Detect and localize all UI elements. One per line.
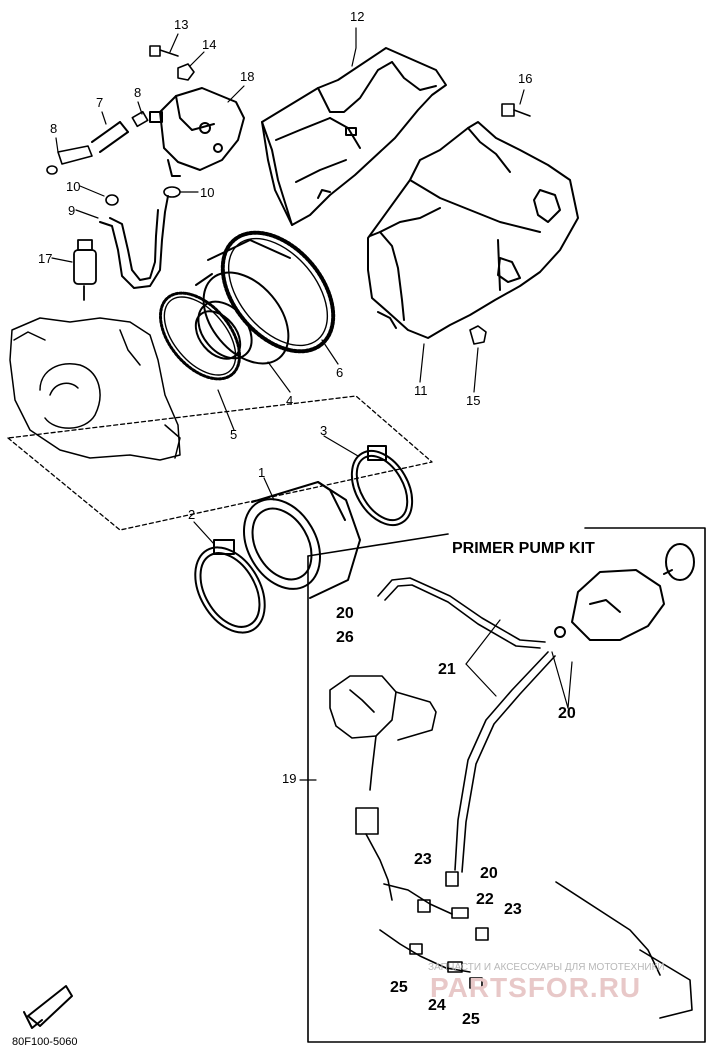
gasket-part-5 [145, 278, 255, 393]
valve-assembly-part-18 [150, 88, 244, 176]
callout-10-left: 10 [66, 179, 81, 194]
lower-fittings [356, 808, 692, 1018]
callout-19: 19 [282, 771, 297, 786]
airbox-lid-part-12 [262, 48, 446, 225]
carburetor [330, 676, 436, 790]
callout-22: 22 [476, 891, 494, 908]
callout-20-top: 20 [336, 605, 354, 622]
fuel-lines [378, 578, 555, 872]
callout-24: 24 [428, 997, 446, 1014]
breather-hose-part-7 [92, 122, 128, 152]
callout-23-left: 23 [414, 851, 432, 868]
bolt-part-13 [150, 46, 178, 56]
gasket-part-6 [201, 212, 356, 373]
engine-outline [10, 318, 180, 460]
band-clamp-part-3 [339, 440, 424, 535]
canister-part-17 [74, 240, 96, 300]
callout-1: 1 [258, 465, 266, 480]
front-arrow-symbol [24, 986, 72, 1028]
primer-kit-box [308, 528, 705, 1042]
callout-8-top: 8 [134, 85, 142, 100]
bolt-part-16 [502, 104, 530, 116]
callout-9: 9 [68, 203, 76, 218]
clamp-part-8 [47, 112, 148, 174]
callout-25-bottom: 25 [462, 1011, 480, 1028]
callout-15: 15 [466, 393, 481, 408]
callout-21: 21 [438, 661, 456, 678]
watermark-text: ЗАПЧАСТИ И АКСЕССУАРЫ ДЛЯ МОТОТЕХНИКИ [428, 962, 665, 973]
callout-13: 13 [174, 17, 189, 32]
callout-7: 7 [96, 95, 104, 110]
callout-20-right: 20 [558, 705, 576, 722]
nut-part-15 [470, 326, 486, 344]
band-clamp-part-2 [181, 535, 279, 645]
airbox-body-part-11 [368, 122, 578, 338]
primer-pump [555, 544, 694, 640]
callout-25-left: 25 [390, 979, 408, 996]
callout-6: 6 [336, 365, 344, 380]
callout-14: 14 [202, 37, 217, 52]
boot-part-4 [187, 240, 306, 380]
callout-3: 3 [320, 423, 328, 438]
reference-outline [8, 396, 432, 530]
hose-part-9 [100, 196, 168, 288]
callout-26: 26 [336, 629, 354, 646]
clamp-part-10 [106, 187, 180, 205]
callout-4: 4 [286, 393, 294, 408]
watermark-logo: PARTSFOR.RU [430, 972, 642, 1003]
callout-16: 16 [518, 71, 533, 86]
callout-10-right: 10 [200, 185, 215, 200]
callout-12: 12 [350, 9, 365, 24]
callout-5: 5 [230, 427, 238, 442]
callout-18: 18 [240, 69, 255, 84]
callout-2: 2 [188, 507, 196, 522]
callout-17: 17 [38, 251, 53, 266]
primer-pump-kit-title: PRIMER PUMP KIT [452, 540, 595, 557]
callout-23-right: 23 [504, 901, 522, 918]
nut-part-14 [178, 64, 194, 80]
callout-11: 11 [414, 383, 428, 398]
diagram-part-code: 80F100-5060 [12, 1036, 78, 1048]
intake-boot-part-1 [229, 482, 360, 603]
callout-8-left: 8 [50, 121, 58, 136]
leader-lines [52, 28, 572, 780]
callout-20-bottom: 20 [480, 865, 498, 882]
